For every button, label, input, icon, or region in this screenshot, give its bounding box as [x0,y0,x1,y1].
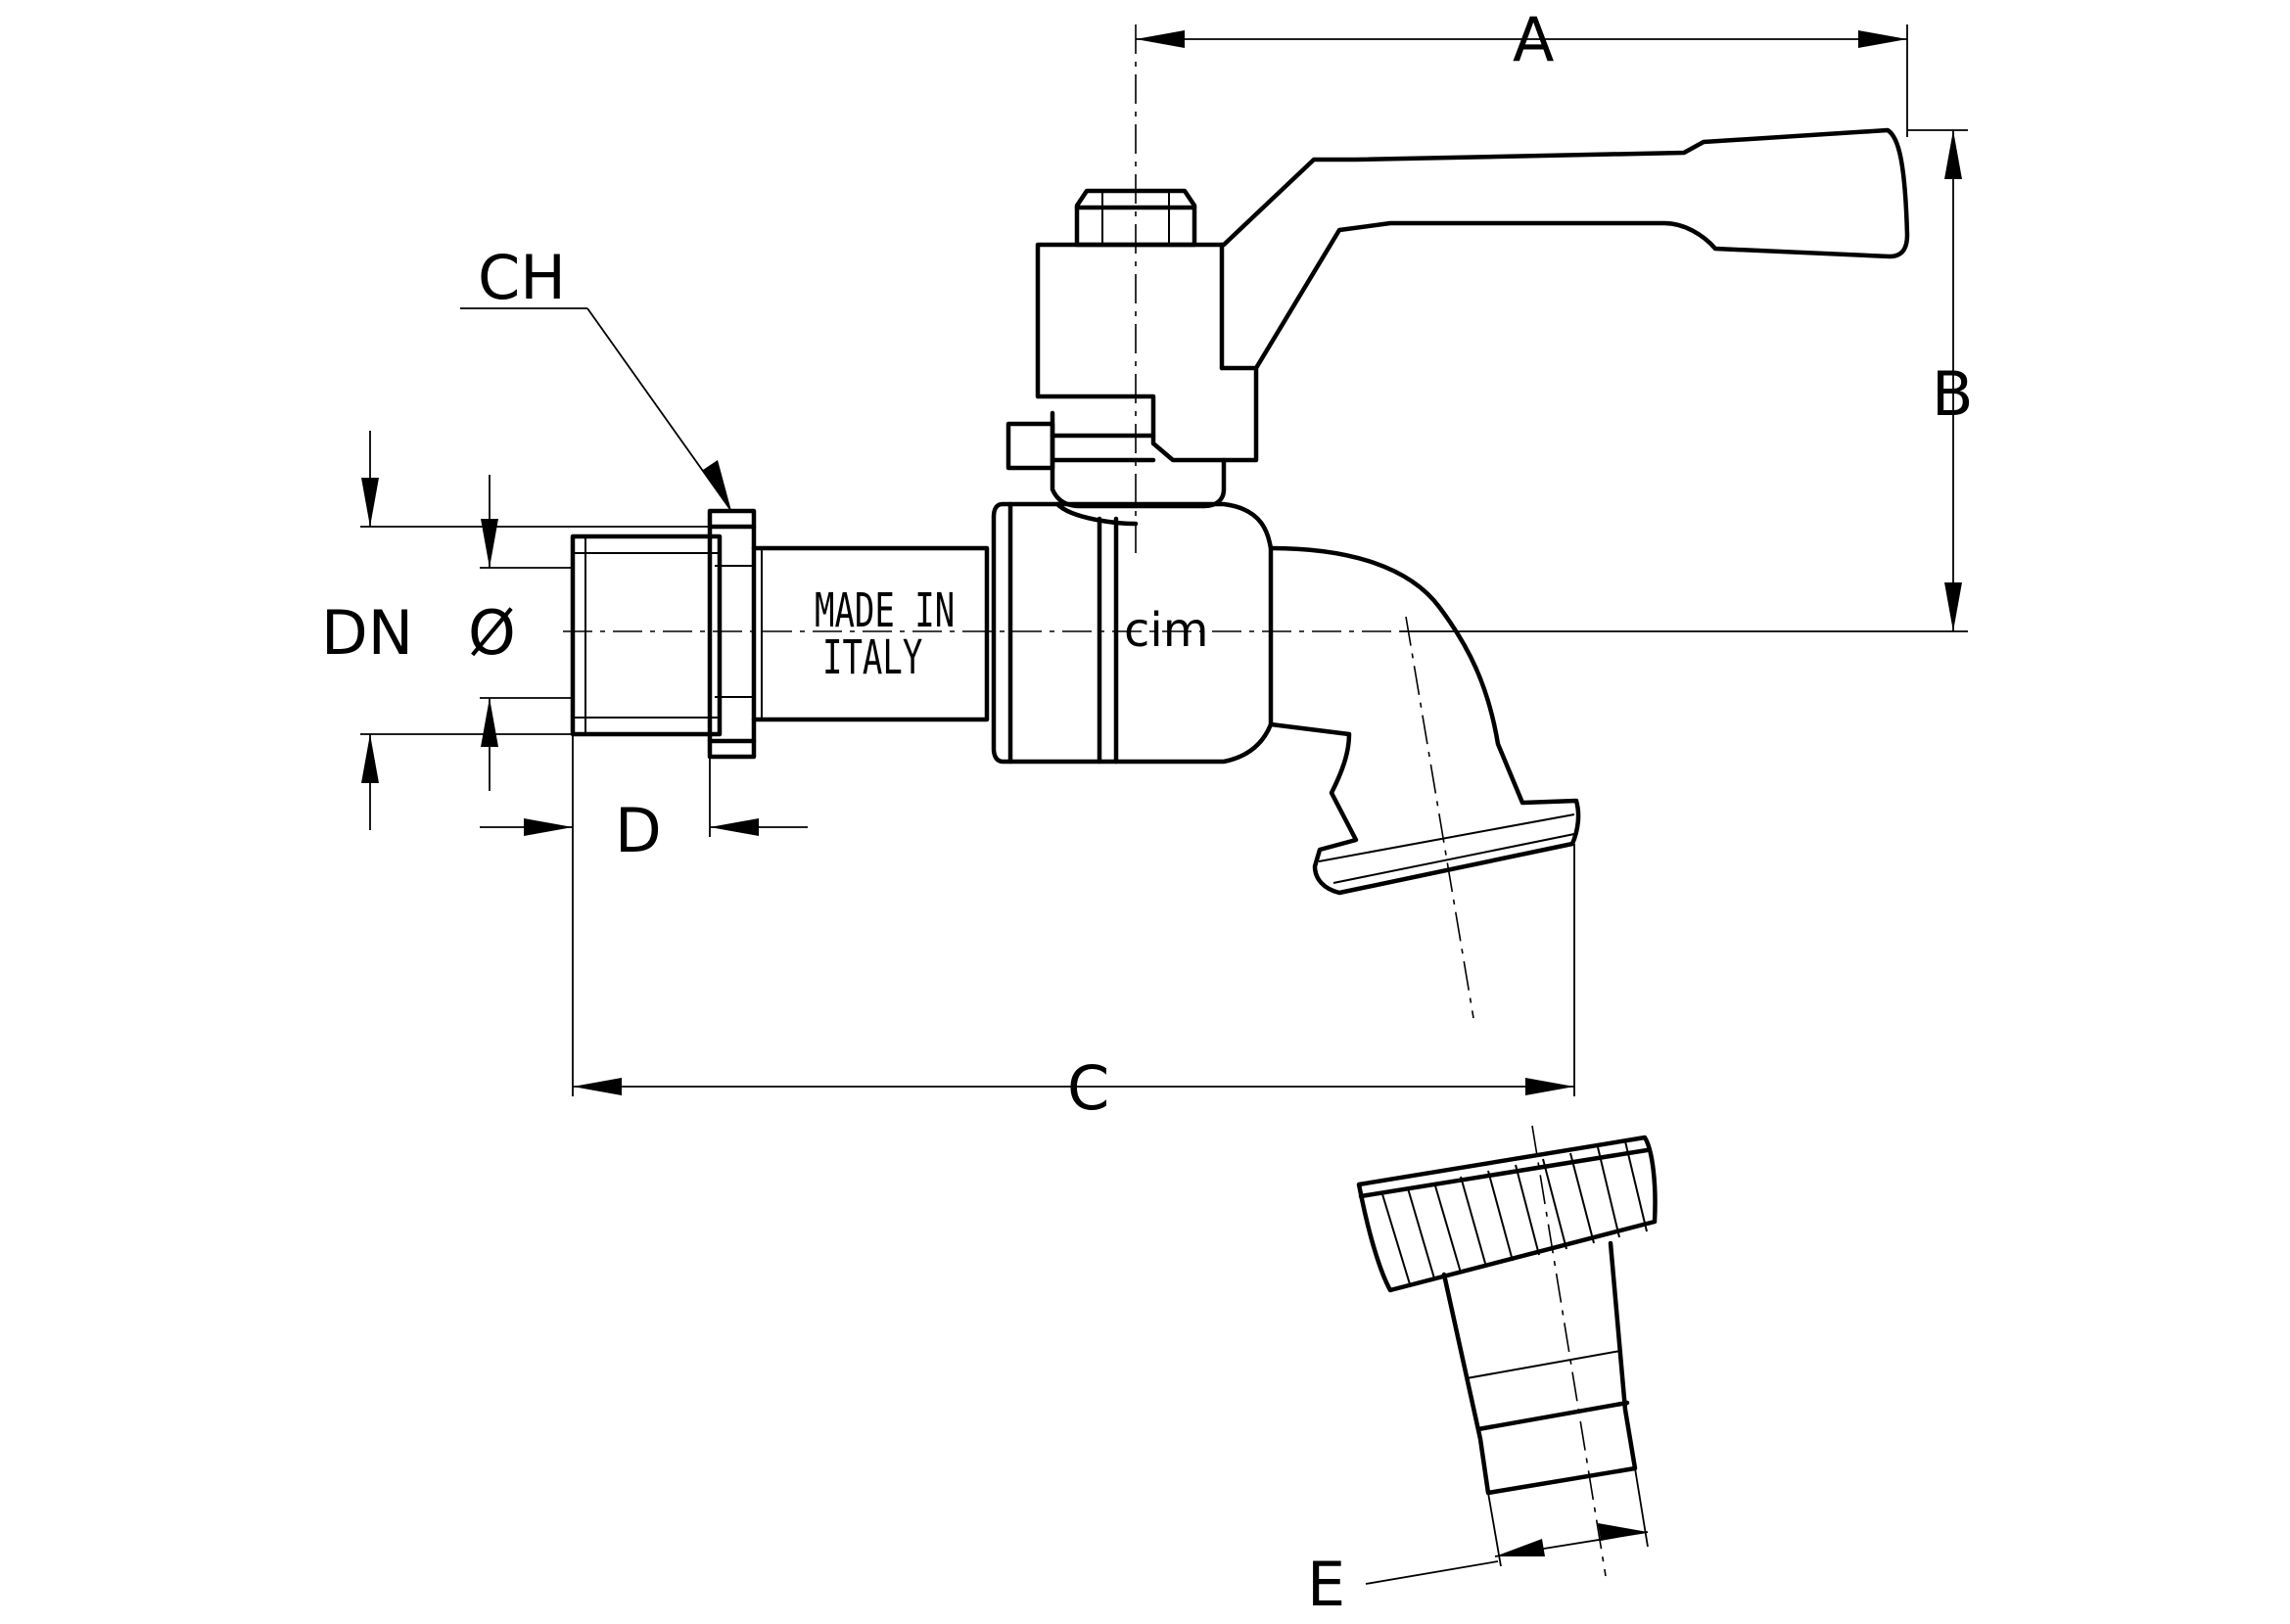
dim-D: D [480,757,808,866]
valve-body [991,501,1274,765]
dim-label-E: E [1307,1549,1345,1619]
dim-DN: DN [321,431,710,830]
hex-collar [707,508,757,760]
marking-italy: ITALY [822,629,922,685]
dim-label-B: B [1932,358,1974,430]
dim-E: E [1307,1467,1649,1620]
spout [1268,545,1581,896]
dim-label-D: D [615,795,662,866]
cim-logo: cim [1124,603,1208,658]
lever-handle [1035,127,1910,463]
dim-diameter: Ø [468,475,573,791]
dim-label-CH: CH [478,242,566,313]
dim-C: C [572,734,1575,1124]
hose-adapter [1356,1135,1658,1496]
threaded-connector [570,534,723,737]
marking-made-in: MADE IN [815,582,955,638]
dim-CH: CH [460,242,732,512]
dim-label-C: C [1067,1052,1109,1124]
dim-A: A [1136,4,1908,137]
center-lines [563,24,1607,1577]
dim-label-diameter: Ø [468,597,516,669]
dim-label-A: A [1513,4,1554,75]
body-marking: MADE IN ITALY cim [815,582,1208,685]
valve-neck [751,545,990,722]
dim-B: B [1400,129,1974,632]
dim-label-DN: DN [321,597,413,669]
